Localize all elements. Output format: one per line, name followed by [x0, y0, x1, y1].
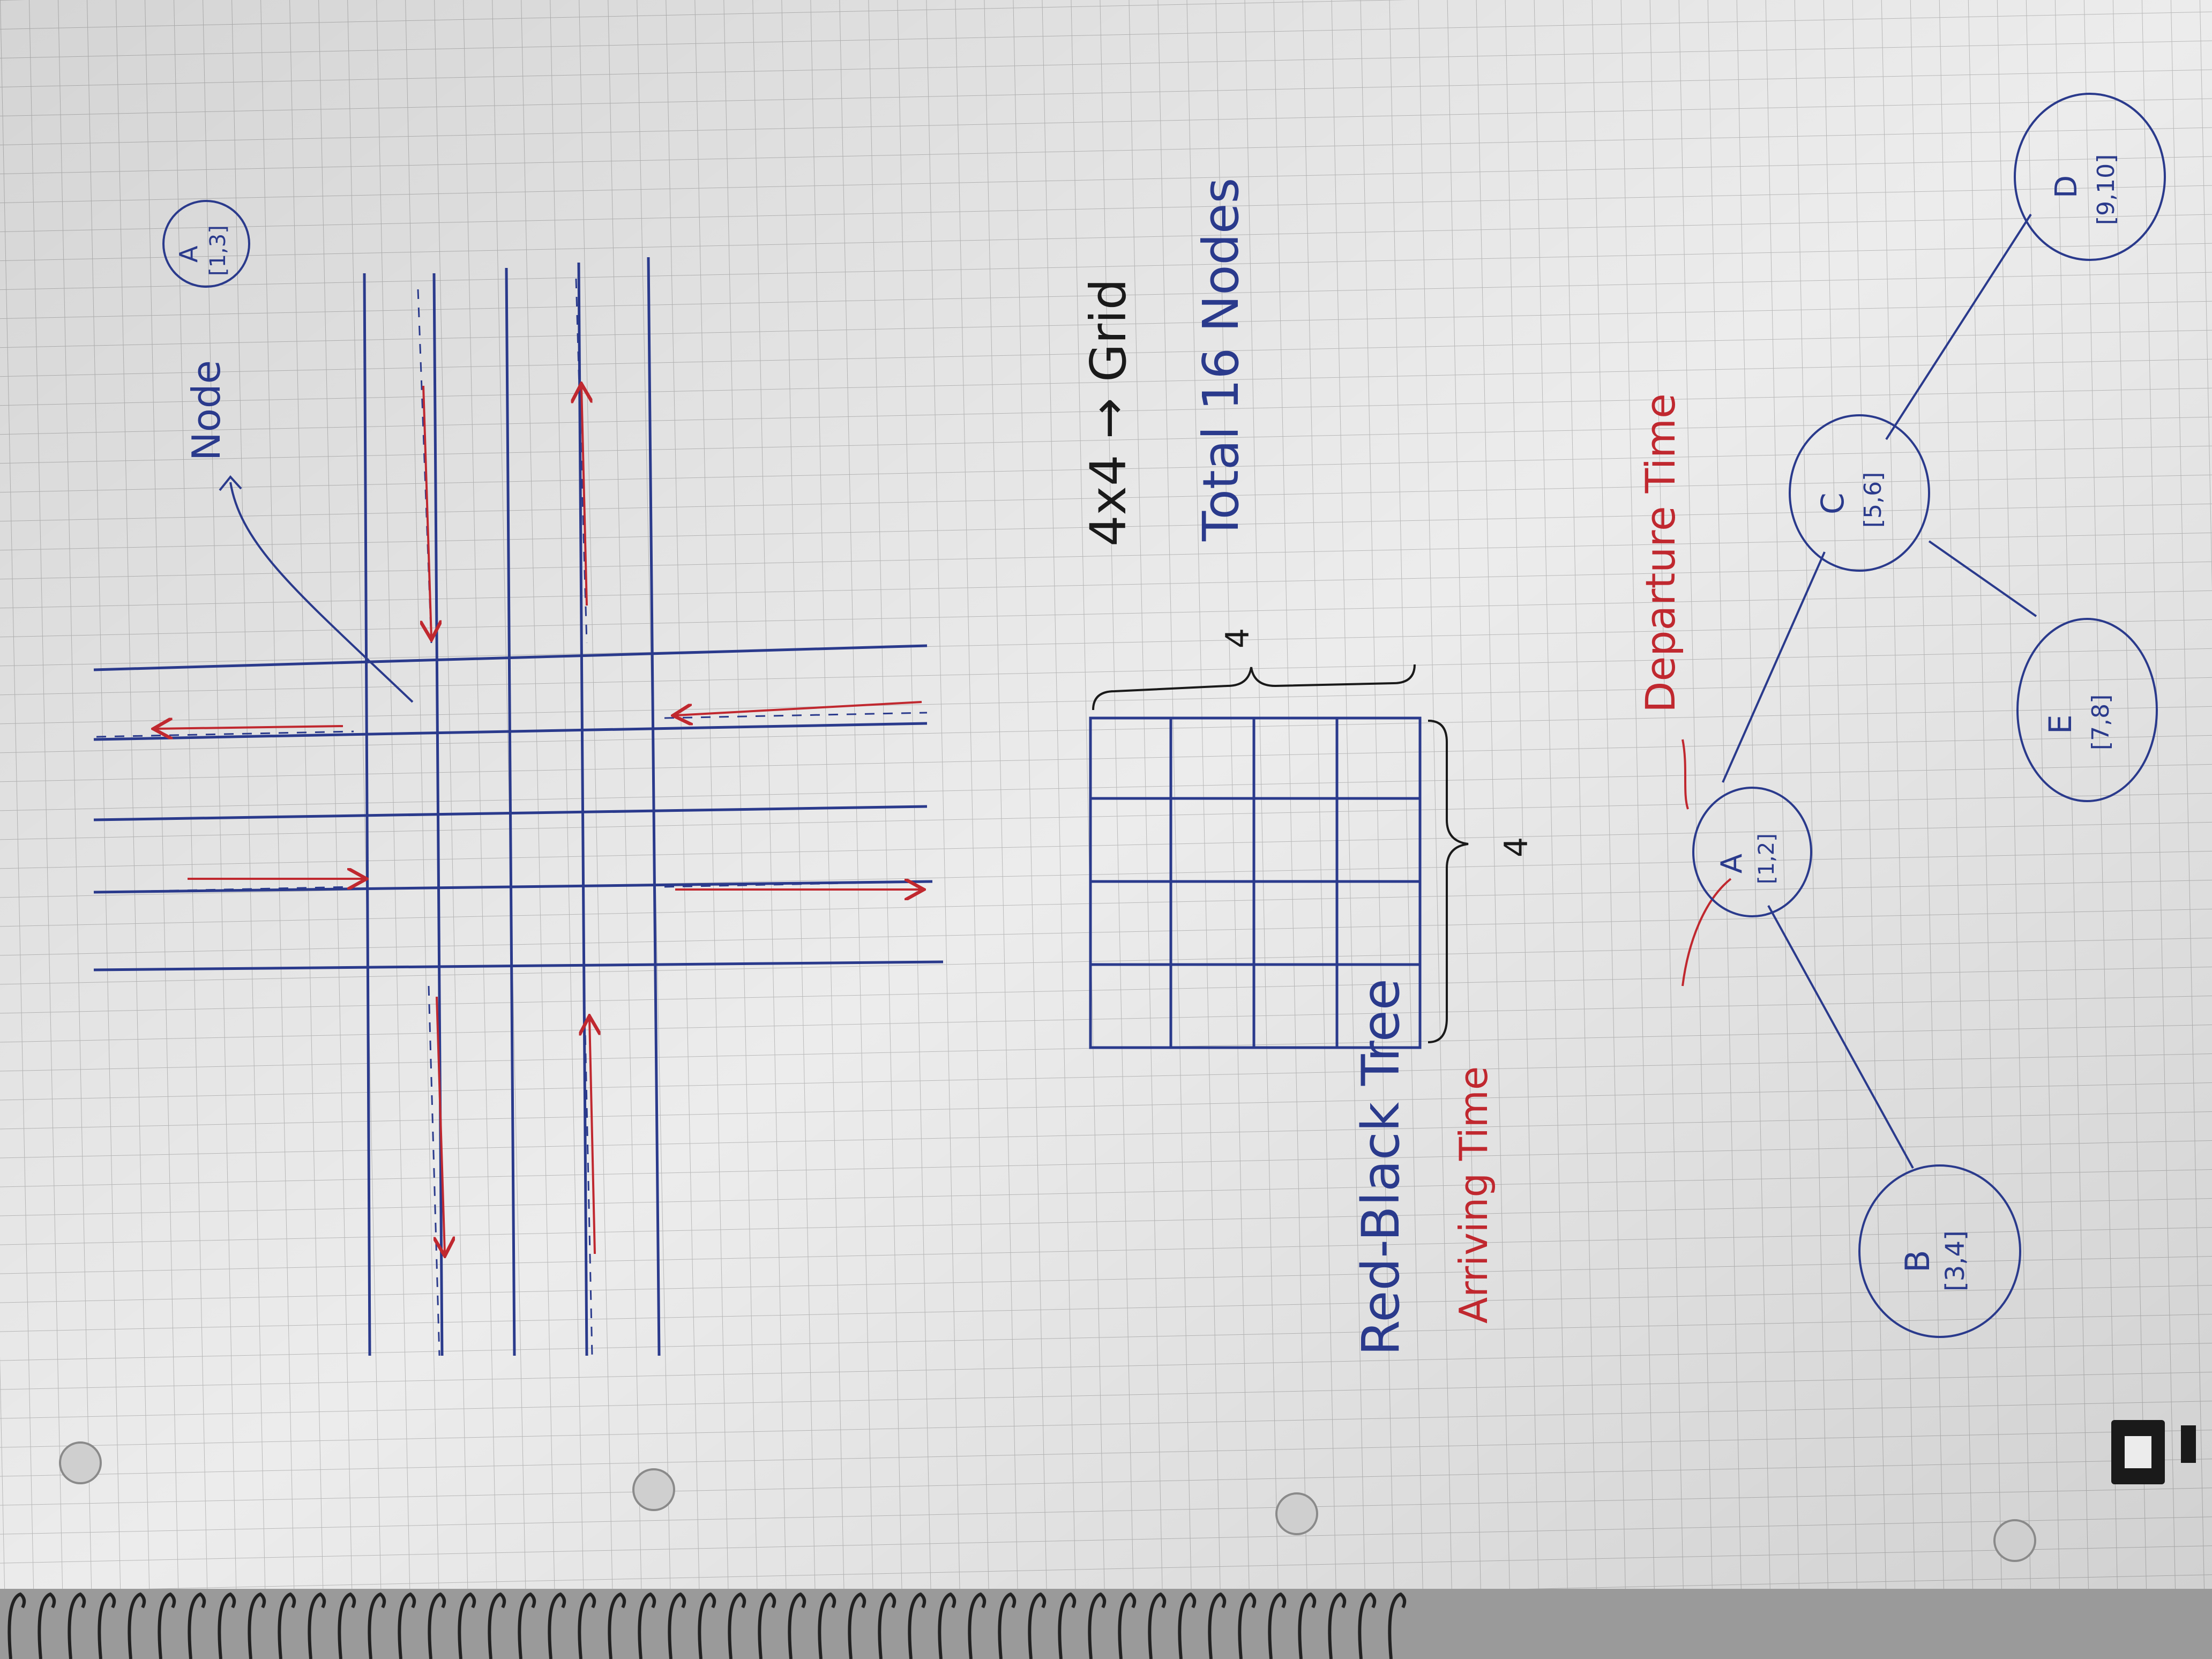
- traffic-direction-arrows: [155, 386, 922, 1254]
- spiral-coil: [1178, 1592, 1197, 1659]
- intersection-diagram: [93, 257, 944, 1356]
- sample-node: A [1,3]: [162, 200, 250, 288]
- spiral-coil: [518, 1592, 536, 1659]
- tree-edges: [1722, 213, 2037, 1169]
- spiral-coil: [218, 1592, 236, 1659]
- grid-braces: [1092, 664, 1469, 1043]
- tree-node-c-name: C: [1814, 493, 1851, 515]
- grid-diagram: [1089, 716, 1422, 1049]
- spiral-coil: [668, 1592, 686, 1659]
- spiral-coil: [68, 1592, 86, 1659]
- spiral-coil: [1148, 1592, 1167, 1659]
- spiral-coil: [1328, 1592, 1347, 1659]
- tree-title: Red-Black Tree: [1351, 978, 1411, 1356]
- spiral-coil: [428, 1592, 446, 1659]
- spiral-coil: [1268, 1592, 1287, 1659]
- node-pointer: [219, 475, 414, 703]
- spiral-coil: [278, 1592, 296, 1659]
- spiral-coil: [38, 1592, 56, 1659]
- spiral-coil: [548, 1592, 566, 1659]
- spiral-coil: [128, 1592, 146, 1659]
- spiral-coil: [98, 1592, 116, 1659]
- spiral-coil: [338, 1592, 356, 1659]
- spiral-coil: [878, 1592, 896, 1659]
- node-label: Node: [184, 360, 229, 461]
- spiral-coil: [1238, 1592, 1257, 1659]
- sample-node-interval: [1,3]: [206, 225, 230, 276]
- spiral-coil: [1388, 1592, 1407, 1659]
- tree-node-b-interval: [3,4]: [1940, 1230, 1970, 1291]
- grid-width-label: 4: [1219, 628, 1257, 648]
- spiral-coil: [638, 1592, 656, 1659]
- tree-node-circles: [1692, 93, 2166, 1338]
- spiral-coil: [908, 1592, 926, 1659]
- spiral-coil: [1298, 1592, 1317, 1659]
- grid-height-label: 4: [1498, 837, 1535, 857]
- spiral-coil: [848, 1592, 866, 1659]
- spiral-coil: [398, 1592, 416, 1659]
- spiral-coil: [188, 1592, 206, 1659]
- departure-time-label: Departure Time: [1636, 393, 1684, 713]
- spiral-coil: [8, 1592, 26, 1659]
- spiral-coil: [818, 1592, 836, 1659]
- tree-node-a-interval: [1,2]: [1754, 833, 1779, 884]
- spiral-coil: [1358, 1592, 1377, 1659]
- spiral-coil: [578, 1592, 596, 1659]
- tree-node-b-name: B: [1898, 1250, 1937, 1273]
- tree-node-c-interval: [5,6]: [1859, 472, 1887, 528]
- spiral-coil: [1088, 1592, 1107, 1659]
- grid-title: 4x4 → Grid: [1080, 279, 1137, 547]
- spiral-coil: [1028, 1592, 1047, 1659]
- sample-node-name: A: [174, 245, 203, 263]
- spiral-coil: [1058, 1592, 1077, 1659]
- tree-node-e-interval: [7,8]: [2087, 694, 2114, 750]
- grid-total: Total 16 Nodes: [1192, 178, 1250, 542]
- tree-node-e-name: E: [2042, 714, 2079, 734]
- spiral-coil: [788, 1592, 806, 1659]
- spiral-coil: [158, 1592, 176, 1659]
- spiral-binding: [0, 1589, 2212, 1659]
- printed-mark: [2111, 1420, 2196, 1484]
- spiral-coil: [998, 1592, 1017, 1659]
- spiral-coil: [728, 1592, 746, 1659]
- spiral-coil: [968, 1592, 987, 1659]
- spiral-coil: [758, 1592, 776, 1659]
- punch-holes: [59, 1441, 2036, 1562]
- spiral-coil: [1208, 1592, 1227, 1659]
- spiral-coil: [458, 1592, 476, 1659]
- spiral-coil: [248, 1592, 266, 1659]
- tree-node-d-name: D: [2049, 175, 2084, 198]
- spiral-coil: [1118, 1592, 1137, 1659]
- spiral-coil: [938, 1592, 956, 1659]
- tree-node-text: A [1,2] B [3,4] C [5,6] D [9,10] E [7,8]: [1715, 154, 2120, 1291]
- spiral-coil: [368, 1592, 386, 1659]
- spiral-coil: [488, 1592, 506, 1659]
- spiral-coil: [308, 1592, 326, 1659]
- tree-node-d-interval: [9,10]: [2093, 154, 2120, 225]
- spiral-coil: [608, 1592, 626, 1659]
- tree-label-pointers: [1682, 739, 1732, 987]
- tree-node-a-name: A: [1715, 854, 1748, 873]
- arriving-time-label: Arriving Time: [1451, 1066, 1496, 1324]
- spiral-coil: [698, 1592, 716, 1659]
